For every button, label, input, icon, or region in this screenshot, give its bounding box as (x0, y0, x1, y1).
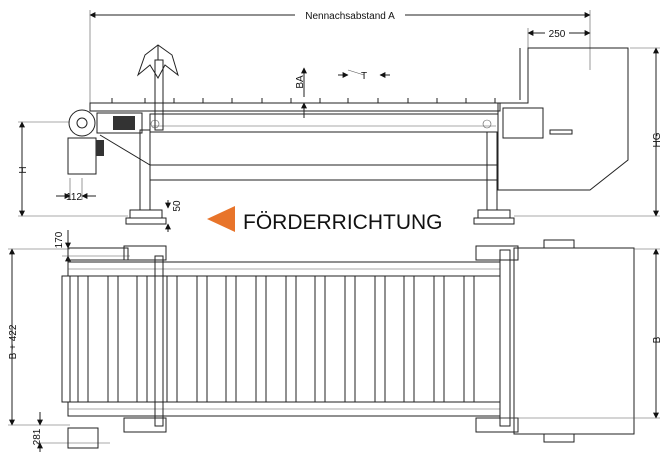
belt-flights (111, 98, 496, 103)
height-label: H (18, 166, 29, 173)
centre-distance-label: Nennachsabstand A (305, 11, 395, 22)
drive-motor-top (67, 427, 99, 449)
belt-height-label: BA (295, 75, 306, 89)
top-view: 170 B + 422 281 (8, 230, 661, 452)
offset-bottom-label: 281 (32, 428, 43, 445)
conveyor-slats (77, 275, 475, 403)
direction-indicator: FÖRDERRICHTUNG (207, 206, 443, 234)
hopper-width-label: 250 (549, 29, 566, 40)
pitch-label: T (361, 71, 367, 82)
direction-label: FÖRDERRICHTUNG (243, 211, 443, 234)
foot-height-label: 50 (172, 200, 183, 212)
drive-offset-label: 112 (66, 192, 82, 203)
width-label: B (652, 336, 661, 343)
hopper-top (513, 247, 635, 435)
drive-sprocket (68, 109, 96, 137)
drive-motor (67, 137, 97, 175)
direction-arrow-icon (207, 206, 235, 232)
discharge-hopper (497, 47, 629, 191)
offset-top-label: 170 (54, 231, 65, 248)
side-view: Nennachsabstand A 250 T BA (18, 8, 661, 232)
total-width-label: B + 422 (8, 324, 19, 359)
overall-height-label: HG (652, 132, 661, 147)
